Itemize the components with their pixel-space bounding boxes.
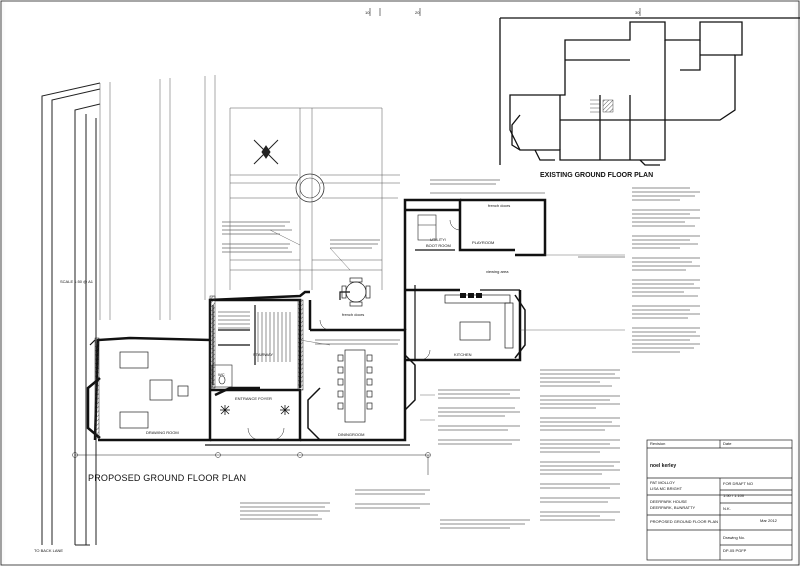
site-boundary bbox=[41, 82, 101, 546]
tb-scale: 1:50 / 1:100 bbox=[723, 493, 745, 498]
utility-fixtures bbox=[417, 214, 437, 241]
tb-client-1: PAT MOLLOY bbox=[650, 480, 675, 485]
existing-hatch bbox=[602, 99, 614, 113]
garden-layout bbox=[99, 75, 400, 320]
existing-plan-title: EXISTING GROUND FLOOR PLAN bbox=[540, 172, 654, 179]
existing-plan bbox=[499, 17, 800, 166]
room-label-dining-room: DININGROOM bbox=[338, 432, 365, 437]
edge-tick-30: 30 bbox=[635, 10, 640, 15]
tb-date-header: Date bbox=[723, 441, 732, 446]
tb-dwg-no-label: Drawing No. bbox=[723, 535, 746, 540]
hatched-walls bbox=[94, 295, 304, 439]
existing-stairs bbox=[590, 99, 600, 113]
annotation-leaders bbox=[269, 229, 625, 421]
room-label-stairway: STAIRWAY bbox=[253, 352, 274, 357]
tb-revision-header: Revision bbox=[650, 441, 666, 446]
label-french-doors-top: french doors bbox=[488, 203, 511, 208]
north-arrow-icon bbox=[253, 139, 279, 165]
spec-notes-text bbox=[222, 179, 700, 529]
top-edge-ticks bbox=[369, 8, 641, 16]
drawing-room-furniture bbox=[119, 351, 189, 429]
label-to-back-lane: TO BACK LANE bbox=[34, 548, 64, 553]
kitchen-appliances bbox=[460, 293, 482, 298]
dining-bay bbox=[307, 387, 321, 441]
garden-roundabout bbox=[295, 173, 325, 203]
tb-drawn: N.K. bbox=[723, 506, 731, 511]
room-label-kitchen: KITCHEN bbox=[454, 352, 472, 357]
label-viewing-area: viewing area bbox=[486, 269, 509, 274]
label-french-doors-mid: french doors bbox=[342, 312, 365, 317]
tb-date: Mar 2012 bbox=[760, 518, 777, 523]
room-label-boot-room: BOOT ROOM bbox=[426, 243, 451, 248]
patio-table bbox=[341, 277, 371, 307]
tb-drawing-title: PROPOSED GROUND FLOOR PLAN bbox=[650, 519, 719, 524]
edge-tick-20: 20 bbox=[415, 10, 420, 15]
tb-status: FOR DRAFT NO bbox=[723, 481, 753, 486]
kitchen-bay bbox=[514, 294, 526, 359]
room-label-entrance-foyer: ENTRANCE FOYER bbox=[235, 396, 272, 401]
plant-icon bbox=[220, 405, 290, 415]
tb-dwg-no: DP-05 PGFP bbox=[723, 548, 747, 553]
tb-firm-name: noel kerley bbox=[650, 463, 677, 469]
label-scale-note: SCALE 1:50 @ A1 bbox=[60, 279, 93, 284]
edge-tick-10: 10 bbox=[365, 10, 370, 15]
room-label-playroom: PLAYROOM bbox=[472, 240, 495, 245]
title-block-frame bbox=[646, 439, 793, 561]
tb-project-2: DEERPARK, BUNRATTY bbox=[650, 505, 696, 510]
door-swings bbox=[247, 219, 461, 441]
room-label-drawing-room: DRAWING ROOM bbox=[146, 430, 179, 435]
room-label-wc: WC bbox=[218, 372, 225, 377]
dining-table bbox=[337, 349, 373, 423]
tb-project-1: DEERPARK HOUSE bbox=[650, 499, 688, 504]
dining-bay-side bbox=[404, 354, 416, 411]
dimension-lines bbox=[72, 192, 545, 545]
tb-client-2: LISA MC BRIGHT bbox=[650, 486, 683, 491]
wc-fixtures bbox=[211, 364, 233, 388]
room-label-utility: UTILITY/ bbox=[430, 237, 447, 242]
staircase bbox=[218, 311, 291, 362]
proposed-plan-title: PROPOSED GROUND FLOOR PLAN bbox=[88, 473, 247, 483]
